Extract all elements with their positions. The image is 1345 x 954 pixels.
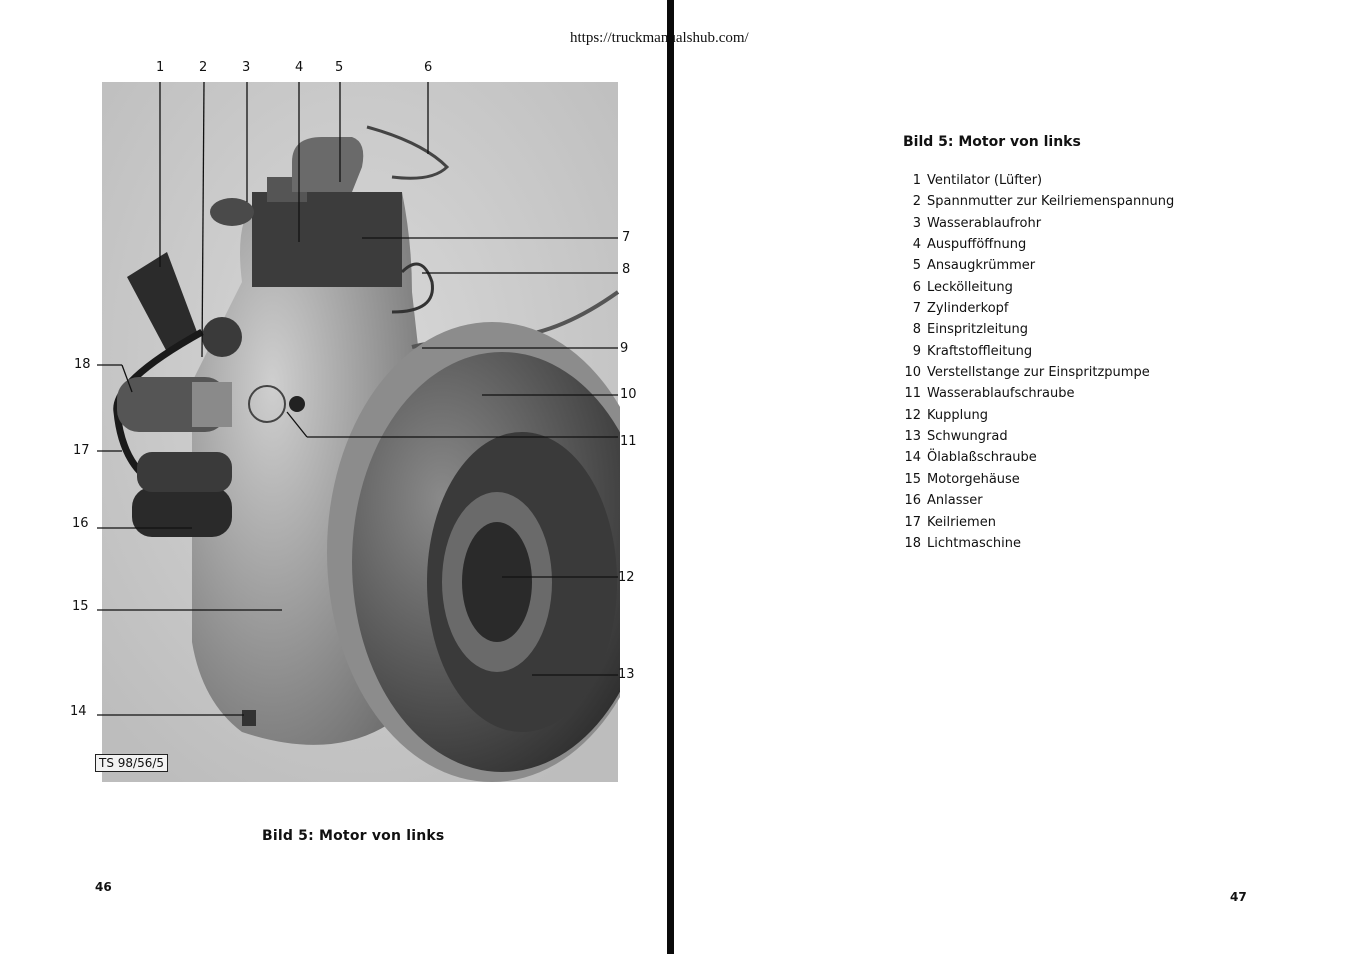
callout-11: 11 [620, 434, 637, 449]
callout-7: 7 [622, 230, 631, 245]
callout-2: 2 [199, 60, 208, 75]
callout-6: 6 [424, 60, 433, 75]
page-number-right: 47 [1230, 890, 1247, 904]
callout-4: 4 [295, 60, 304, 75]
callout-3: 3 [242, 60, 251, 75]
callout-10: 10 [620, 387, 637, 402]
callout-9: 9 [620, 341, 629, 356]
engine-photo [92, 82, 620, 782]
legend-title: Bild 5: Motor von links [903, 134, 1081, 150]
callout-8: 8 [622, 262, 631, 277]
callout-16: 16 [72, 516, 89, 531]
callout-18: 18 [74, 357, 91, 372]
callout-15: 15 [72, 599, 89, 614]
callout-1: 1 [156, 60, 165, 75]
callout-5: 5 [335, 60, 344, 75]
source-url: https://truckmanualshub.com/ [570, 30, 749, 46]
book-spine [667, 0, 674, 954]
callout-17: 17 [73, 443, 90, 458]
callout-14: 14 [70, 704, 87, 719]
callout-12: 12 [618, 570, 635, 585]
callout-13: 13 [618, 667, 635, 682]
figure-caption: Bild 5: Motor von links [262, 828, 445, 844]
figure-stamp: TS 98/56/5 [95, 754, 169, 772]
page-number-left: 46 [95, 880, 112, 894]
